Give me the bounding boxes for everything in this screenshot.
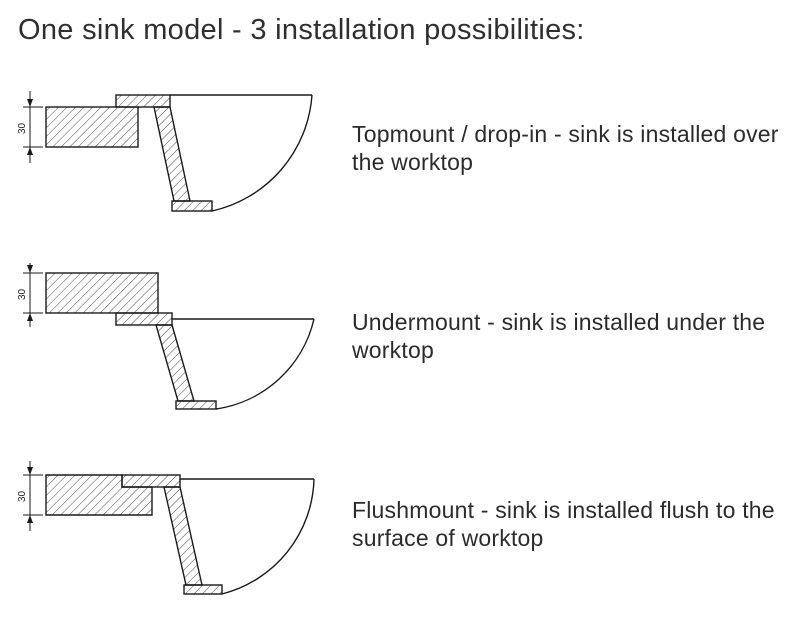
worktop-section xyxy=(45,272,159,314)
sink-section xyxy=(121,474,315,595)
worktop-section xyxy=(45,106,139,148)
description-flushmount: Flushmount - sink is installed flush to … xyxy=(352,496,775,551)
dimension-label: 30 xyxy=(17,490,28,502)
dimension-30: 30 xyxy=(17,91,43,163)
flushmount-diagram: 30 xyxy=(17,461,315,595)
dimension-label: 30 xyxy=(17,122,28,134)
dimension-label: 30 xyxy=(17,288,28,300)
description-undermount: Undermount - sink is installed under the… xyxy=(352,308,766,363)
topmount-diagram: 30 xyxy=(17,91,313,212)
row-flushmount: 30 Flushmount - sink is installed flush … xyxy=(16,449,790,599)
row-topmount: 30 Topmount / drop-in - sink is installe… xyxy=(16,73,790,223)
description-topmount: Topmount / drop-in - sink is installed o… xyxy=(352,120,779,175)
undermount-diagram: 30 xyxy=(17,263,315,410)
page-title: One sink model - 3 installation possibil… xyxy=(18,14,585,46)
sink-section xyxy=(115,312,315,410)
dimension-30: 30 xyxy=(17,461,43,531)
dimension-30: 30 xyxy=(17,263,43,327)
sink-section xyxy=(115,94,313,212)
row-undermount: 30 Undermount - sink is installed under … xyxy=(16,261,790,411)
